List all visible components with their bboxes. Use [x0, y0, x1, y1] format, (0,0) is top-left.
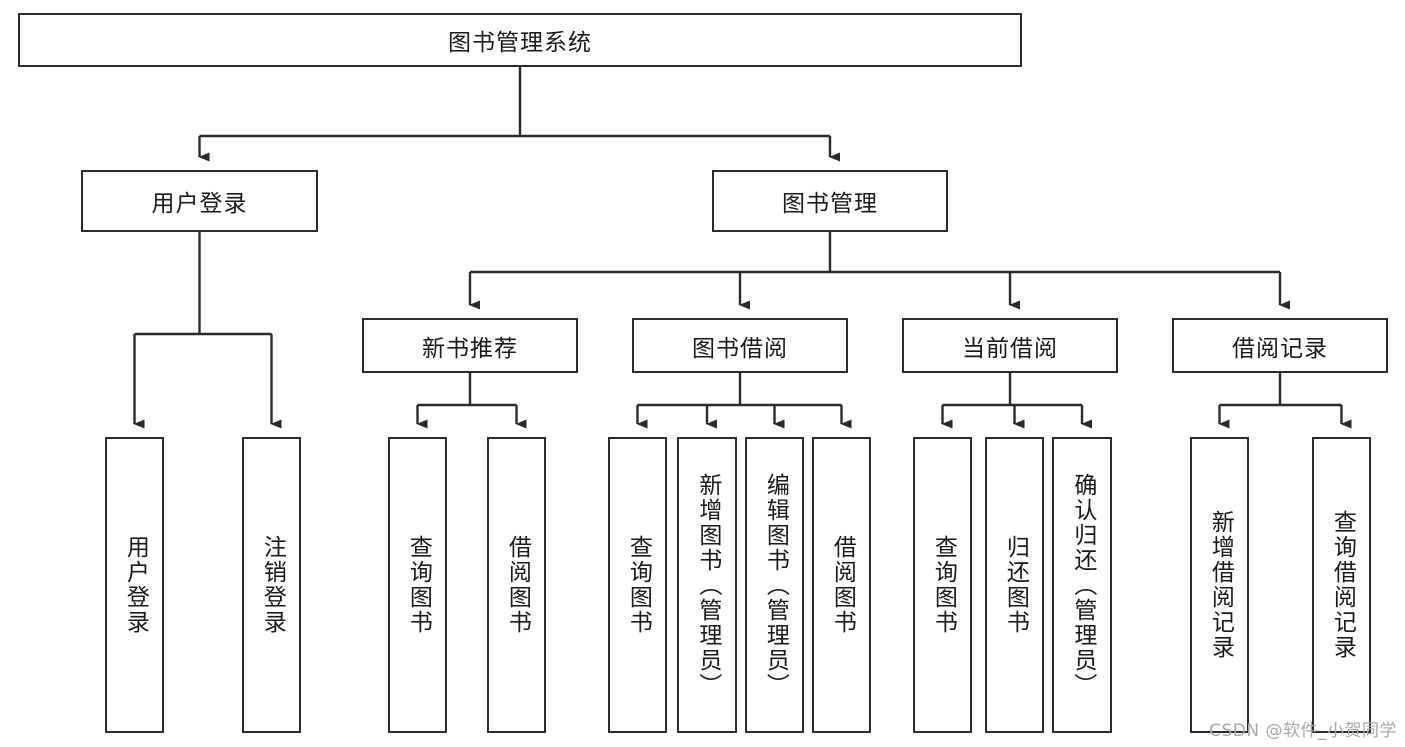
node-label: 新书推荐: [422, 335, 518, 362]
node-leaf-bw-add[interactable]: 新增图书（管理员）: [677, 437, 737, 733]
csdn-watermark: CSDN @软件_小贺同学: [1209, 721, 1397, 741]
node-label: 新增图书（管理员）: [694, 472, 721, 698]
node-label: 用户登录: [151, 191, 248, 217]
node-label: 借阅图书: [829, 535, 856, 635]
node-label: 新增借阅记录: [1207, 510, 1234, 660]
node-records[interactable]: 借阅记录: [1172, 318, 1388, 373]
node-label: 用户登录: [122, 535, 149, 635]
node-label: 查询借阅记录: [1329, 510, 1356, 660]
node-label: 查询图书: [930, 535, 957, 635]
node-leaf-login[interactable]: 用户登录: [105, 437, 164, 733]
node-leaf-cu-conf[interactable]: 确认归还（管理员）: [1052, 437, 1112, 733]
node-label: 查询图书: [625, 535, 652, 635]
node-leaf-cu-return[interactable]: 归还图书: [985, 437, 1044, 733]
node-leaf-nb-query[interactable]: 查询图书: [388, 437, 447, 733]
node-borrow[interactable]: 图书借阅: [632, 318, 848, 373]
node-leaf-rc-query[interactable]: 查询借阅记录: [1312, 437, 1371, 733]
node-label: 图书管理: [782, 191, 878, 217]
node-current[interactable]: 当前借阅: [902, 318, 1118, 373]
node-label: 归还图书: [1002, 535, 1029, 635]
node-label: 确认归还（管理员）: [1069, 472, 1096, 698]
node-leaf-logout[interactable]: 注销登录: [242, 437, 301, 733]
node-label: 当前借阅: [962, 335, 1058, 362]
node-newbook[interactable]: 新书推荐: [362, 318, 578, 373]
node-leaf-bw-query[interactable]: 查询图书: [608, 437, 667, 733]
node-label: 图书借阅: [692, 335, 788, 362]
node-label: 注销登录: [259, 535, 286, 635]
node-root[interactable]: 图书管理系统: [18, 13, 1022, 67]
node-label: 查询图书: [405, 535, 432, 635]
node-leaf-nb-borrow[interactable]: 借阅图书: [487, 437, 546, 733]
node-label: 借阅图书: [504, 535, 531, 635]
node-leaf-rc-add[interactable]: 新增借阅记录: [1190, 437, 1249, 733]
node-leaf-bw-edit[interactable]: 编辑图书（管理员）: [745, 437, 804, 733]
node-label: 借阅记录: [1232, 335, 1328, 362]
node-leaf-bw-borrow[interactable]: 借阅图书: [812, 437, 871, 733]
node-label: 图书管理系统: [448, 30, 592, 56]
node-bookmgmt[interactable]: 图书管理: [712, 170, 948, 232]
node-leaf-cu-query[interactable]: 查询图书: [913, 437, 972, 733]
node-login[interactable]: 用户登录: [81, 170, 318, 232]
node-label: 编辑图书（管理员）: [762, 472, 789, 698]
